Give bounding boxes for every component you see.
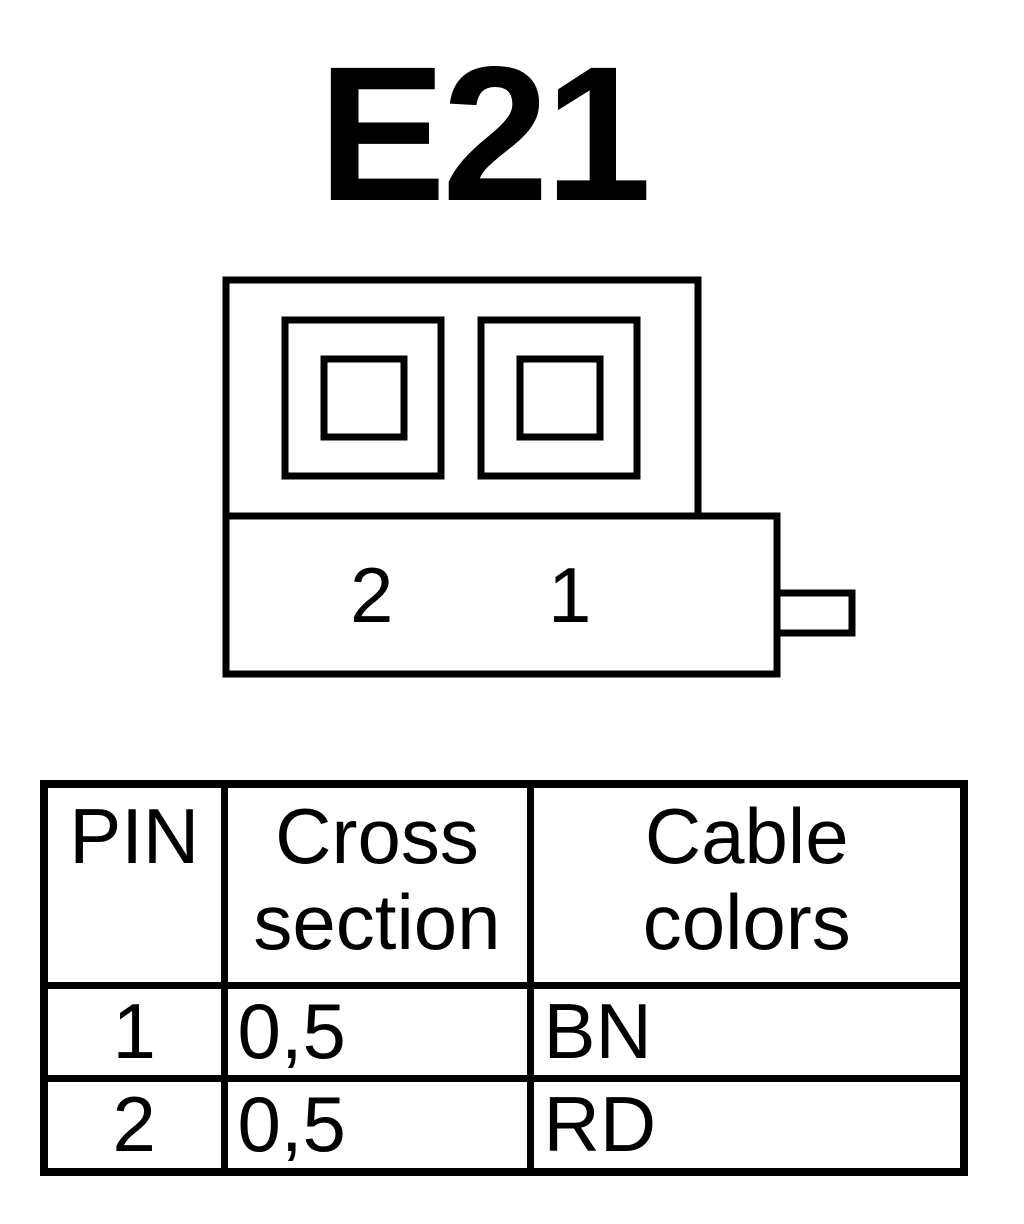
cell-pin: 1 [40, 982, 228, 1082]
table-row: 1 0,5 BN [40, 982, 968, 1082]
latch-tab [773, 589, 856, 637]
diagram-title: E21 [318, 26, 652, 241]
cell-pin: 2 [40, 1075, 228, 1176]
pin-1-socket-inner [516, 355, 604, 441]
connector-pin-label-1: 1 [548, 551, 592, 639]
header-pin: PIN [40, 780, 228, 989]
pin-assignment-table: PIN Cross section Cable colors 1 0,5 BN … [40, 780, 968, 1176]
cell-cross-section: 0,5 [220, 1075, 534, 1176]
cell-cable-color: RD [526, 1075, 968, 1176]
pin-2-socket-inner [320, 355, 408, 441]
cell-cable-color: BN [526, 982, 968, 1082]
pin-1-socket-outer [477, 316, 641, 480]
connector-housing-bottom [222, 512, 781, 678]
header-cable-colors: Cable colors [526, 780, 968, 989]
table-header-row: PIN Cross section Cable colors [40, 780, 968, 989]
pin-2-socket-outer [281, 316, 445, 480]
connector-drawing [222, 276, 856, 678]
table-row: 2 0,5 RD [40, 1075, 968, 1176]
header-cross-section: Cross section [220, 780, 534, 989]
connector-housing-top [222, 276, 702, 520]
cell-cross-section: 0,5 [220, 982, 534, 1082]
connector-pin-label-2: 2 [350, 551, 394, 639]
